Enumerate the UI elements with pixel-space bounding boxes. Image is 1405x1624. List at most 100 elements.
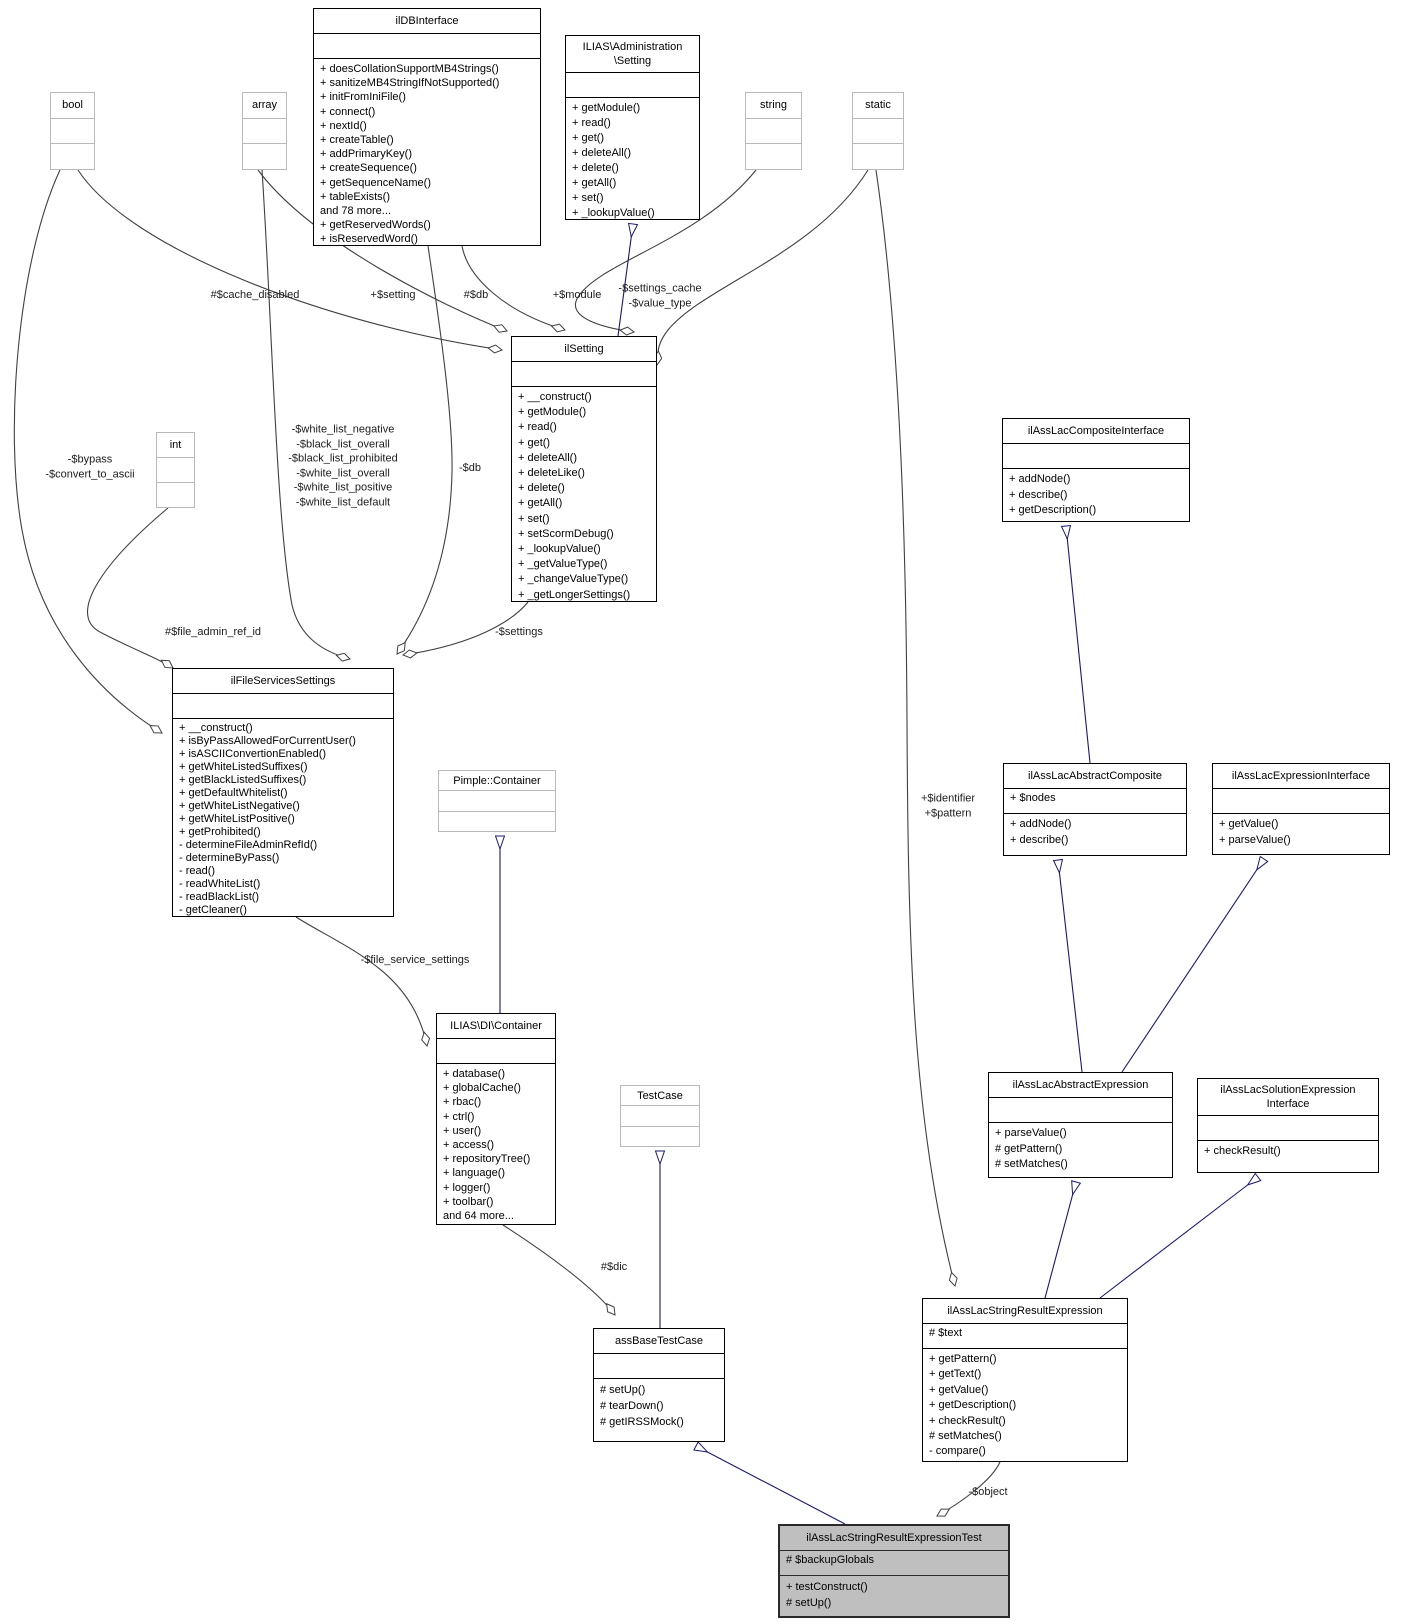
class-ilAssLacExpressionInterface[interactable]: ilAssLacExpressionInterface + getValue()… xyxy=(1212,763,1390,855)
class-assBaseTestCase[interactable]: assBaseTestCase # setUp()# tearDown()# g… xyxy=(593,1328,725,1442)
method-entry: + getDefaultWhitelist() xyxy=(179,787,288,799)
class-ilAssLacCompositeInterface[interactable]: ilAssLacCompositeInterface + addNode()+ … xyxy=(1002,418,1190,522)
edge-label-settings2: -$settings xyxy=(495,625,543,638)
method-entry: + access() xyxy=(443,1139,495,1152)
type-box-int[interactable]: int xyxy=(156,432,195,508)
method-entry: + getWhiteListNegative() xyxy=(179,800,300,812)
method-entry: # setMatches() xyxy=(995,1158,1068,1170)
edge-ilsetting-extends-administration-setting xyxy=(617,224,633,337)
method-entry: + get() xyxy=(572,132,605,144)
class-ilias-administration-setting[interactable]: ILIAS\Administration \Setting + getModul… xyxy=(565,35,700,220)
edge-dbinterface-filesettings-db xyxy=(397,245,453,654)
method-entry: + isASCIIConvertionEnabled() xyxy=(179,748,327,760)
method-entry: + doesCollationSupportMB4Strings() xyxy=(320,63,499,75)
empty-compartment xyxy=(853,119,903,145)
method-entry: and 64 more... xyxy=(443,1210,514,1223)
edge-label-db: #$db xyxy=(463,288,489,301)
method-entry: + _lookupValue() xyxy=(518,543,601,556)
class-ilAssLacStringResultExpression[interactable]: ilAssLacStringResultExpression # $text +… xyxy=(922,1298,1128,1462)
method-entry: + getModule() xyxy=(572,102,641,114)
class-title: ILIAS\DI\Container xyxy=(437,1014,555,1039)
edge-label-module: +$module xyxy=(552,288,602,301)
class-ilAssLacAbstractComposite[interactable]: ilAssLacAbstractComposite + $nodes + add… xyxy=(1003,763,1187,856)
method-entry: - readWhiteList() xyxy=(179,878,261,890)
empty-compartment xyxy=(51,144,94,169)
method-entry: + deleteAll() xyxy=(572,147,632,159)
method-entry: + read() xyxy=(518,421,557,434)
class-ilias-di-container[interactable]: ILIAS\DI\Container + database() + globalC… xyxy=(436,1013,556,1225)
method-entry: + getSequenceName() xyxy=(320,176,431,189)
method-entry: + getValue() xyxy=(1219,818,1279,830)
class-testcase[interactable]: TestCase xyxy=(620,1085,700,1147)
class-ilAssLacStringResultExpressionTest[interactable]: ilAssLacStringResultExpressionTest # $ba… xyxy=(778,1524,1010,1618)
class-title: assBaseTestCase xyxy=(594,1329,724,1354)
method-entry: - determineFileAdminRefId() xyxy=(179,839,318,851)
edge-label-db2: -$db xyxy=(458,461,482,474)
method-entry: + getWhiteListedSuffixes() xyxy=(179,761,308,773)
class-pimple-container[interactable]: Pimple::Container xyxy=(438,770,556,832)
edge-stringresult-implements-solutioninterface xyxy=(1099,1177,1258,1299)
type-title: string xyxy=(746,93,801,119)
method-entry: + getModule() xyxy=(518,406,587,419)
edge-array-ilsetting-setting xyxy=(257,169,507,331)
edge-label-file-admin-ref-id: #$file_admin_ref_id xyxy=(164,625,262,638)
attr-entry: # $backupGlobals xyxy=(786,1554,875,1566)
type-title: array xyxy=(243,93,286,119)
method-entry: + describe() xyxy=(1010,833,1069,846)
class-title: ilSetting xyxy=(512,337,656,362)
class-title: ilAssLacStringResultExpression xyxy=(923,1299,1127,1324)
edge-label-object: -$object xyxy=(968,1485,1008,1498)
method-entry: and 78 more... xyxy=(320,205,391,218)
type-box-static[interactable]: static xyxy=(852,92,904,170)
type-box-bool[interactable]: bool xyxy=(50,92,95,170)
edge-label-settings-cache: -$settings_cache -$value_type xyxy=(618,282,702,310)
class-ilSetting[interactable]: ilSetting + __construct() + getModule() + … xyxy=(511,336,657,602)
type-box-string[interactable]: string xyxy=(745,92,802,170)
class-title: ilDBInterface xyxy=(314,9,540,34)
method-entry: + tableExists() xyxy=(320,190,390,203)
method-entry: + globalCache() xyxy=(443,1082,521,1095)
edge-bool-filesettings-bypass xyxy=(13,169,162,733)
type-box-array[interactable]: array xyxy=(242,92,287,170)
method-entry: + repositoryTree() xyxy=(443,1153,531,1166)
class-ilAssLacSolutionExpressionInterface[interactable]: ilAssLacSolutionExpression Interface + c… xyxy=(1197,1078,1379,1173)
method-entry: + delete() xyxy=(572,162,619,174)
empty-compartment xyxy=(853,144,903,169)
attr-entry: + $nodes xyxy=(1010,792,1056,804)
class-title: ilAssLacAbstractComposite xyxy=(1004,764,1186,789)
class-title: ILIAS\Administration \Setting xyxy=(566,36,699,73)
empty-compartment xyxy=(621,1127,699,1146)
method-entry: + sanitizeMB4StringIfNotSupported() xyxy=(320,77,500,90)
empty-compartment xyxy=(157,458,194,483)
class-ilAssLacAbstractExpression[interactable]: ilAssLacAbstractExpression + parseValue(… xyxy=(988,1072,1173,1178)
method-entry: + database() xyxy=(443,1068,506,1080)
edge-array-filesettings-whitelists xyxy=(261,169,350,659)
edge-label-identifier-pattern: +$identifier +$pattern xyxy=(920,792,976,820)
class-title: TestCase xyxy=(621,1086,699,1107)
method-entry: + delete() xyxy=(518,482,565,495)
method-entry: + getProhibited() xyxy=(179,826,261,838)
method-entry: - read() xyxy=(179,865,216,877)
method-entry: # tearDown() xyxy=(600,1400,664,1412)
class-ilDBInterface[interactable]: ilDBInterface + doesCollationSupportMB4S… xyxy=(313,8,541,246)
edge-static-stringresult-identifier-pattern xyxy=(875,169,955,1286)
edge-dicontainer-assbasetestcase-dic xyxy=(502,1224,615,1315)
edge-ilsetting-filesettings-settings xyxy=(403,601,529,655)
method-entry: - readBlackList() xyxy=(179,891,260,903)
method-entry: + addNode() xyxy=(1009,473,1071,485)
method-entry: # getPattern() xyxy=(995,1142,1063,1155)
method-entry: + _changeValueType() xyxy=(518,573,629,586)
method-entry: - determineByPass() xyxy=(179,852,280,864)
method-entry: + _getValueType() xyxy=(518,558,608,571)
edge-filesettings-dicontainer-file-service-settings xyxy=(295,916,427,1046)
class-title: ilAssLacStringResultExpressionTest xyxy=(780,1526,1008,1551)
method-entry: + __construct() xyxy=(518,391,592,403)
class-ilFileServicesSettings[interactable]: ilFileServicesSettings + __construct()+ … xyxy=(172,668,394,917)
method-entry: + checkResult() xyxy=(929,1414,1006,1427)
edge-static-ilsetting-settings-cache xyxy=(657,169,869,365)
method-entry: + parseValue() xyxy=(1219,833,1291,846)
edge-label-setting: +$setting xyxy=(370,288,416,301)
method-entry: + parseValue() xyxy=(995,1127,1067,1139)
method-entry: + getDescription() xyxy=(929,1399,1017,1412)
